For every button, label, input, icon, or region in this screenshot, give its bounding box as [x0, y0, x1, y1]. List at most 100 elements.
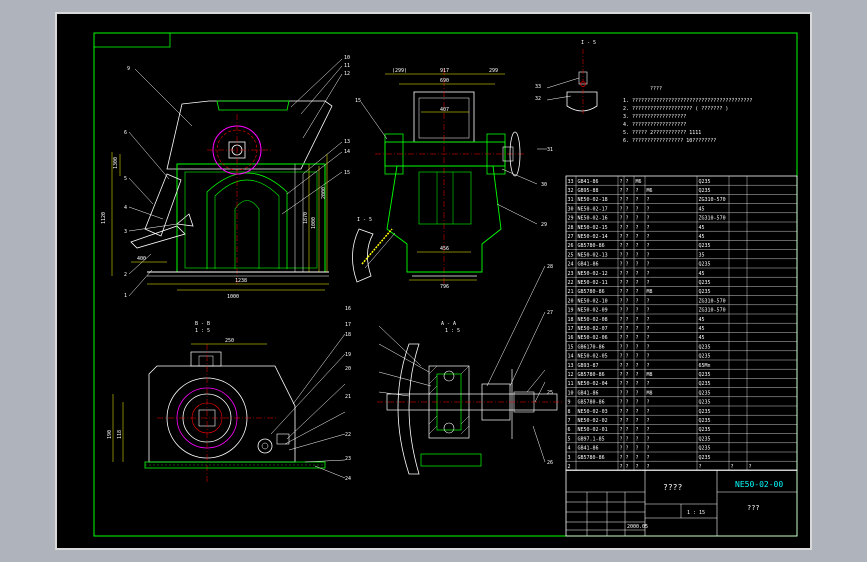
bom-cell: ?	[636, 206, 639, 212]
bom-cell: Q235	[699, 446, 711, 452]
lower-balloons: 16 17 18 19 20 21 22 23 24 25 26 27 28	[345, 264, 553, 482]
bom-cell: Q235	[699, 409, 711, 415]
dim-1870: 1870	[303, 212, 309, 224]
bom-cell: ?	[647, 464, 650, 470]
bom-cell: ?	[636, 354, 639, 360]
bom-cell: ?	[647, 197, 650, 203]
bom-cell: NE50-02-11	[578, 280, 608, 286]
bom-cell: ?	[620, 216, 623, 222]
section-a-a: A - A 1 : 5	[377, 265, 562, 475]
bom-cell: ?	[636, 381, 639, 387]
bom-cell: ?	[636, 289, 639, 295]
note-line-5: 5. ????? 2??????????? 1111	[623, 130, 701, 136]
balloon-5: 5	[124, 176, 127, 182]
bom-cell: ?	[647, 271, 650, 277]
bom-cell: GB41-86	[578, 179, 599, 185]
bom-cell: ?	[626, 289, 629, 295]
balloon-25: 25	[547, 390, 553, 396]
bom-cell: ?	[647, 400, 650, 406]
bom-cell: ZG310-570	[699, 298, 726, 304]
bom-cell: 45	[699, 234, 705, 240]
bom-cell: GB41-86	[578, 262, 599, 268]
bom-cell: ?	[626, 354, 629, 360]
bom-cell: ?	[647, 446, 650, 452]
bom-cell: 45	[699, 335, 705, 341]
balloon-30: 30	[541, 182, 547, 188]
bom-cell: ?	[647, 262, 650, 268]
bom-cell: NE50-02-15	[578, 225, 608, 231]
balloon-22: 22	[345, 432, 351, 438]
bom-cell: ?	[626, 317, 629, 323]
notes-title: ????	[650, 86, 662, 92]
bom-cell: Q235	[699, 381, 711, 387]
bom-cell: 30	[568, 206, 574, 212]
bom-cell: 3	[568, 455, 571, 461]
section-b-b: B - B 1 : 5	[144, 321, 346, 484]
balloon-4: 4	[124, 205, 127, 211]
bom-cell: NE50-02-07	[578, 326, 608, 332]
bom-cell: 11	[568, 381, 574, 387]
balloon-28: 28	[547, 264, 553, 270]
bom-cell: ?	[626, 326, 629, 332]
balloon-3: 3	[124, 229, 127, 235]
balloon-23: 23	[345, 456, 351, 462]
bom-cell: M8	[647, 289, 653, 295]
bom-cell: ?	[636, 262, 639, 268]
dim-796: 796	[440, 284, 449, 290]
front-view-dimensions: 1000 1238 1120 1300 1870 2000 1000 400	[101, 152, 329, 300]
bom-cell: GB5780-86	[578, 455, 605, 461]
bom-cell: NE50-02-17	[578, 206, 608, 212]
bom-cell: 15	[568, 344, 574, 350]
balloon-6: 6	[124, 130, 127, 136]
drawing-date: 2000.05	[627, 524, 648, 530]
bom-cell: GB97.1-85	[578, 436, 605, 442]
bom-cell: 8	[568, 409, 571, 415]
bom-cell: ?	[731, 464, 734, 470]
bom-cell: ?	[647, 243, 650, 249]
bom-cell: M8	[647, 372, 653, 378]
bom-cell: 45	[699, 225, 705, 231]
bom-cell: GB93-87	[578, 363, 599, 369]
bom-cell: ?	[620, 455, 623, 461]
bom-cell: ?	[636, 335, 639, 341]
bom-cell: NE50-02-02	[578, 418, 608, 424]
bom-cell: 45	[699, 206, 705, 212]
bom-cell: NE50-02-13	[578, 252, 608, 258]
bom-cell: ?	[620, 335, 623, 341]
bom-cell: ?	[620, 446, 623, 452]
bom-cell: NE50-02-03	[578, 409, 608, 415]
bom-cell: ?	[636, 363, 639, 369]
bom-cell: 16	[568, 335, 574, 341]
dim-690: 690	[440, 78, 449, 84]
note-line-3: 3. ??????????????????	[623, 114, 686, 120]
bom-cell: ?	[636, 225, 639, 231]
bom-cell: ?	[620, 344, 623, 350]
bom-cell: ?	[620, 418, 623, 424]
bom-cell: NE50-02-05	[578, 354, 608, 360]
bom-cell: 35	[699, 252, 705, 258]
bom-cell: ?	[620, 381, 623, 387]
bom-cell: 21	[568, 289, 574, 295]
balloon-13: 13	[344, 139, 350, 145]
bom-cell: GB41-86	[578, 390, 599, 396]
bom-cell: 14	[568, 354, 574, 360]
bom-cell: ?	[620, 464, 623, 470]
bom-cell: Q235	[699, 243, 711, 249]
bom-cell: ?	[636, 455, 639, 461]
bom-cell: ?	[620, 252, 623, 258]
bom-cell: ?	[647, 335, 650, 341]
balloon-9: 9	[127, 66, 130, 72]
bom-cell: ZG310-570	[699, 308, 726, 314]
company-name: ???	[747, 504, 760, 512]
bom-cell: 65Mn	[699, 363, 711, 369]
bom-cell: ?	[647, 252, 650, 258]
balloon-32: 32	[535, 96, 541, 102]
bom-cell: ?	[626, 363, 629, 369]
note-line-4: 4. ??????????????????	[623, 122, 686, 128]
bom-cell: ?	[647, 354, 650, 360]
bom-cell: 20	[568, 298, 574, 304]
cad-drawing-viewport[interactable]: 1000 1238 1120 1300 1870 2000 1000 400 9…	[55, 12, 812, 550]
bom-cell: Q235	[699, 400, 711, 406]
balloon-18: 18	[345, 332, 351, 338]
bom-cell: ?	[647, 344, 650, 350]
